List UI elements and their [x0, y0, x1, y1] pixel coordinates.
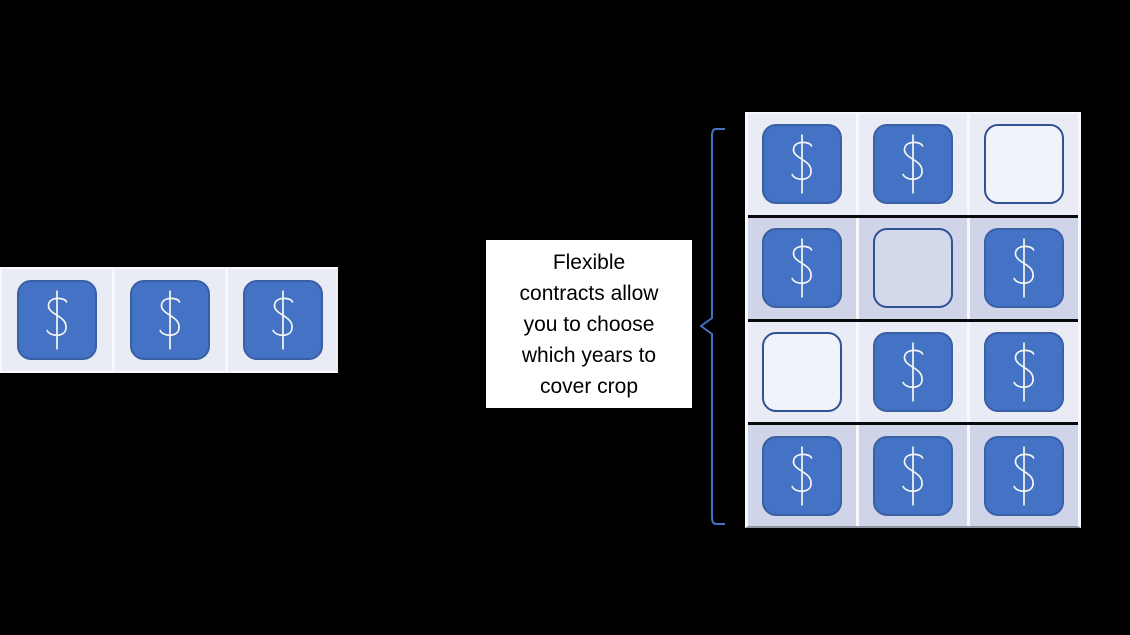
dollar-icon [159, 290, 181, 350]
year-cell [748, 217, 856, 319]
note-line: cover crop [539, 374, 639, 398]
dollar-icon [902, 342, 924, 402]
dollar-icon [46, 290, 68, 350]
covered-year-tile [984, 228, 1064, 309]
dollar-icon [1013, 446, 1035, 506]
standard-contract-row-table [0, 267, 338, 373]
year-cell [859, 114, 967, 215]
dollar-icon [1013, 342, 1035, 402]
dollar-icon [791, 134, 813, 194]
dollar-icon [791, 446, 813, 506]
year-cell [859, 321, 967, 423]
dollar-icon [791, 238, 813, 298]
year-cell [115, 269, 225, 371]
year-cell [748, 321, 856, 423]
contract-row [748, 318, 1078, 423]
year-cell [748, 425, 856, 526]
covered-year-tile [984, 331, 1064, 412]
year-cell [970, 114, 1078, 215]
year-cell [970, 321, 1078, 423]
uncovered-year-tile [762, 331, 842, 412]
contract-row [748, 214, 1078, 319]
covered-year-tile [984, 435, 1064, 516]
uncovered-year-tile [984, 124, 1064, 205]
contract-row [2, 269, 338, 371]
covered-year-tile [130, 280, 210, 360]
flexible-contract-grid-table [745, 112, 1081, 528]
note-line: contracts allow [519, 281, 659, 305]
dollar-icon [902, 134, 924, 194]
dollar-icon [272, 290, 294, 350]
flexible-contracts-note: Flexible contracts allow you to choose whic… [486, 240, 692, 408]
year-cell [859, 217, 967, 319]
covered-year-tile [17, 280, 97, 360]
note-line: which years to [521, 343, 657, 367]
contract-row [748, 422, 1078, 526]
covered-year-tile [762, 124, 842, 205]
covered-year-tile [873, 331, 953, 412]
covered-year-tile [873, 435, 953, 516]
year-cell [748, 114, 856, 215]
year-cell [228, 269, 338, 371]
covered-year-tile [762, 435, 842, 516]
covered-year-tile [243, 280, 323, 360]
year-cell [970, 425, 1078, 526]
left-curly-brace-icon [697, 125, 727, 529]
covered-year-tile [873, 124, 953, 205]
note-line: Flexible [552, 250, 626, 274]
dollar-icon [902, 446, 924, 506]
uncovered-year-tile [873, 228, 953, 309]
dollar-icon [1013, 238, 1035, 298]
year-cell [2, 269, 112, 371]
contract-row [748, 114, 1078, 215]
year-cell [859, 425, 967, 526]
year-cell [970, 217, 1078, 319]
note-line: you to choose [523, 312, 655, 336]
covered-year-tile [762, 228, 842, 309]
